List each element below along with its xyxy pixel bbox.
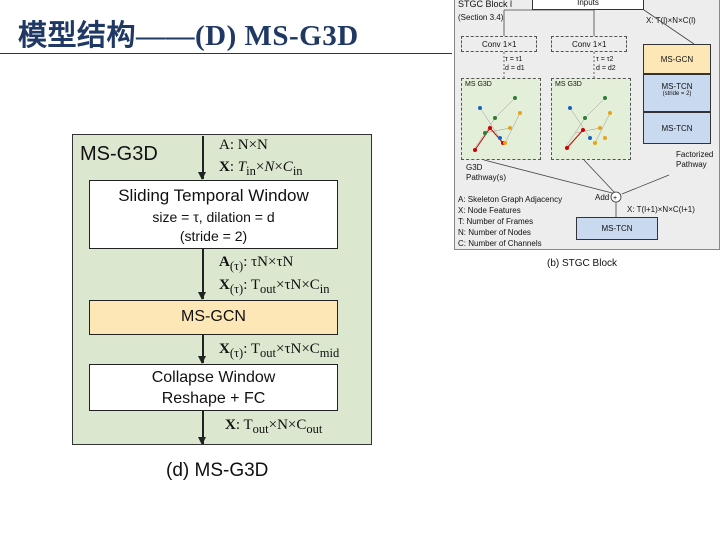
conv-b-box bbox=[551, 36, 627, 52]
caption-d: (d) MS-G3D bbox=[166, 460, 269, 481]
conv-b-label: Conv 1×1 bbox=[572, 40, 607, 49]
page-title: 模型结构——(D) MS-G3D bbox=[18, 20, 359, 52]
inputs-box: Inputs bbox=[532, 0, 644, 10]
arrow-output bbox=[199, 411, 205, 445]
g3d-pathway-label: G3D bbox=[466, 163, 483, 172]
conv-a-label: Conv 1×1 bbox=[482, 40, 517, 49]
collapse-window-line2: Reshape + FC bbox=[161, 390, 266, 407]
arrow-to-msgcn bbox=[199, 249, 205, 300]
x-input-label: X: T(l)×N×C(l) bbox=[646, 16, 696, 25]
x-output-label: X: T(l+1)×N×C(l+1) bbox=[627, 205, 695, 214]
collapse-window-line1: Collapse Window bbox=[151, 369, 276, 386]
title-divider bbox=[0, 53, 452, 54]
input-a-label: A: N×N bbox=[219, 137, 268, 153]
legend-item: C: Number of Channels bbox=[458, 239, 542, 248]
msg3d-a-box bbox=[461, 78, 541, 160]
legend-item: N: Number of Nodes bbox=[458, 228, 531, 237]
sliding-window-params: size = τ, dilation = d bbox=[152, 209, 275, 225]
sliding-temporal-window-box: Sliding Temporal Window size = τ, dilati… bbox=[89, 180, 338, 249]
msg3d-a-label: MS G3D bbox=[465, 81, 492, 88]
right-stride-note: (stride = 2) bbox=[662, 91, 692, 97]
collapse-window-box: Collapse Window Reshape + FC bbox=[89, 364, 338, 411]
final-mstcn-box: MS-TCN bbox=[576, 217, 658, 240]
msg3d-b-label: MS G3D bbox=[555, 81, 582, 88]
tau1-label: τ = τ1 bbox=[505, 56, 523, 63]
caption-b: (b) STGC Block bbox=[547, 258, 618, 269]
add-node bbox=[610, 191, 622, 203]
sliding-window-stride: (stride = 2) bbox=[179, 228, 248, 244]
x-tau-label: X(τ): Tout×τN×Cin bbox=[219, 277, 330, 296]
conv-a-box bbox=[461, 36, 537, 52]
legend-item: A: Skeleton Graph Adjacency bbox=[458, 195, 563, 204]
stgc-connections: + bbox=[483, 9, 695, 217]
add-label: Add bbox=[595, 193, 610, 202]
msg3d-panel-title: MS-G3D bbox=[80, 143, 158, 165]
factorized-label: Factorized bbox=[676, 150, 714, 159]
legend: A: Skeleton Graph Adjacency X: Node Feat… bbox=[458, 194, 562, 249]
msgcn-box: MS-GCN bbox=[89, 300, 338, 335]
d1-label: d = d1 bbox=[505, 65, 525, 72]
tau2-label: τ = τ2 bbox=[596, 56, 614, 63]
msg3d-b-box bbox=[551, 78, 631, 160]
right-mstcn-stride-label: MS-TCN bbox=[661, 82, 693, 91]
stgc-block-title: STGC Block l bbox=[458, 0, 513, 9]
sliding-window-title: Sliding Temporal Window bbox=[118, 186, 309, 205]
skeleton-graph-a bbox=[473, 96, 522, 152]
legend-item: T: Number of Frames bbox=[458, 217, 534, 226]
right-msgcn-box: MS-GCN bbox=[643, 44, 711, 74]
legend-item: X: Node Features bbox=[458, 206, 521, 215]
output-x-label: X: Tout×N×Cout bbox=[225, 417, 323, 436]
add-plus-icon: + bbox=[613, 195, 617, 202]
factorized-pathway-label: Pathway bbox=[676, 160, 707, 169]
d2-label: d = d2 bbox=[596, 65, 616, 72]
g3d-pathway-label-2: Pathway(s) bbox=[466, 173, 507, 182]
arrow-input bbox=[199, 136, 205, 180]
x-mid-label: X(τ): Tout×τN×Cmid bbox=[219, 341, 340, 360]
right-mstcn-box: MS-TCN bbox=[643, 112, 711, 144]
stgc-section: (Section 3.4) bbox=[458, 13, 504, 22]
arrow-to-collapse bbox=[199, 335, 205, 364]
a-tau-label: A(τ): τN×τN bbox=[219, 254, 294, 273]
input-x-label: X: Tin×N×Cin bbox=[219, 159, 303, 178]
right-mstcn-stride-box: MS-TCN (stride = 2) bbox=[643, 74, 711, 112]
skeleton-graph-b bbox=[564, 96, 612, 150]
